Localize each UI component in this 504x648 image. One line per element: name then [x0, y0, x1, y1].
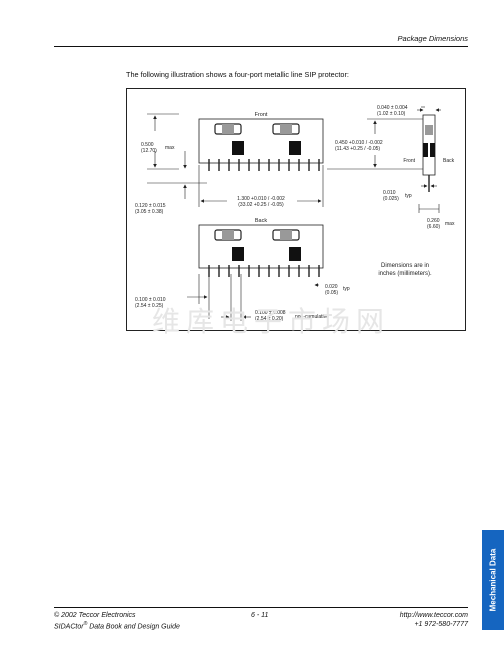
front-view: Front — [198, 112, 324, 171]
width-value: 1.300 +0.010 / -0.002 — [237, 196, 285, 202]
top-thickness-value: 0.040 ± 0.004 — [377, 105, 408, 111]
body-height-mm: (11.43 +0.25 / -0.05) — [335, 146, 380, 152]
footer-book-title: SIDACtor® Data Book and Design Guide — [54, 621, 180, 631]
lead-width-typ: typ — [343, 286, 350, 292]
footer-phone: +1 972-580-7777 — [414, 621, 468, 628]
pitch-note: non-cumulative — [295, 314, 329, 320]
front-label: Front — [255, 112, 268, 118]
section-tab-label: Mechanical Data — [488, 548, 498, 612]
section-header: Package Dimensions — [397, 34, 468, 43]
pin-length-value: 0.120 ± 0.015 — [135, 203, 166, 209]
first-pitch-mm: (2.54 ± 0.25) — [135, 303, 164, 309]
package-drawing: Front Back Front Back — [135, 105, 455, 322]
top-thickness-mm: (1.02 ± 0.10) — [377, 111, 406, 117]
watermark: 维库电子市场网 — [152, 305, 391, 338]
component-2 — [289, 141, 301, 155]
package-figure: Front Back Front Back — [126, 88, 466, 331]
depth-max: max — [445, 221, 455, 227]
header-rule — [54, 46, 468, 47]
side-view: Front Back — [403, 114, 455, 192]
body-height-value: 0.450 +0.010 / -0.002 — [335, 140, 383, 146]
back-view: Back — [198, 218, 324, 277]
side-back-label: Back — [443, 158, 455, 164]
depth-mm: (6.60) — [427, 224, 440, 230]
side-front-label: Front — [403, 158, 415, 164]
footer-page-number: 6 - 11 — [251, 612, 269, 619]
back-label: Back — [255, 218, 267, 224]
height-value: 0.500 — [141, 142, 154, 148]
lead-thickness-typ: typ — [405, 193, 412, 199]
lead-width-mm: (0.05) — [325, 290, 338, 296]
pitch-mm: (2.54 ± 0.20) — [255, 316, 284, 322]
lead-thickness-value: 0.010 — [383, 190, 396, 196]
footer-url[interactable]: http://www.teccor.com — [399, 612, 468, 619]
width-mm: (33.02 +0.25 / -0.05) — [238, 202, 284, 208]
back-pins — [208, 265, 320, 277]
footer-copyright: © 2002 Teccor Electronics — [54, 612, 136, 619]
intro-text: The following illustration shows a four-… — [126, 70, 349, 79]
dimension-lines — [147, 106, 441, 321]
lead-thickness-mm: (0.025) — [383, 196, 399, 202]
section-tab[interactable]: Mechanical Data — [482, 530, 504, 630]
height-max: max — [165, 145, 175, 151]
pitch-value: 0.100 ± 0.008 — [255, 310, 286, 316]
units-note-line1: Dimensions are in — [381, 263, 429, 269]
footer-rule — [54, 607, 468, 608]
front-pins — [208, 159, 320, 171]
lead-width-value: 0.020 — [325, 284, 338, 290]
component-1 — [232, 141, 244, 155]
height-mm: (12.70) — [141, 148, 157, 154]
units-note-line2: inches (millimeters). — [378, 271, 432, 277]
pin-length-mm: (3.05 ± 0.38) — [135, 209, 164, 215]
depth-value: 0.260 — [427, 218, 440, 224]
first-pitch-value: 0.100 ± 0.010 — [135, 297, 166, 303]
